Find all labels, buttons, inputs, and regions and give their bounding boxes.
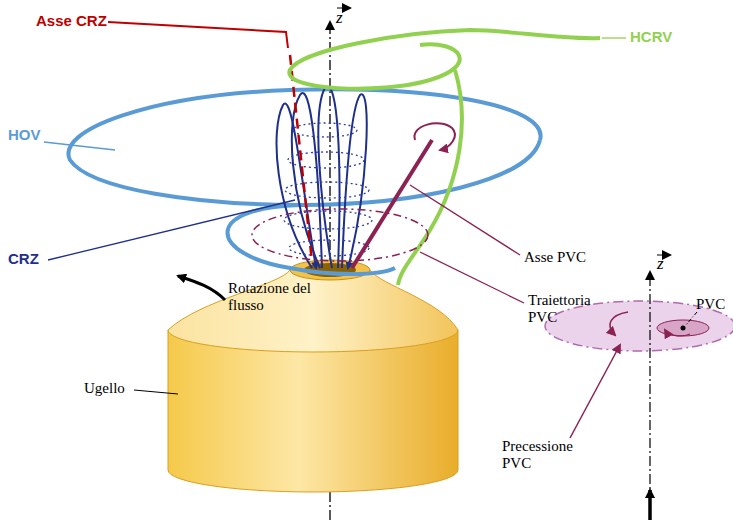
vortex-label: HOV [8, 126, 41, 143]
axis-label: Asse CRZ [36, 12, 107, 29]
zone-label: CRZ [8, 250, 39, 267]
flow-label: Rotazione del flusso [228, 280, 314, 315]
part-label: Asse PVC [524, 249, 586, 266]
part-label: Precessione PVC [502, 438, 594, 473]
axis-label: z [336, 8, 343, 28]
part-label: PVC [696, 296, 725, 313]
axis-label: z [657, 254, 664, 274]
part-label: Ugello [84, 380, 125, 397]
vortex-label: HCRV [630, 28, 672, 45]
part-label: Traiettoria PVC [528, 292, 608, 327]
